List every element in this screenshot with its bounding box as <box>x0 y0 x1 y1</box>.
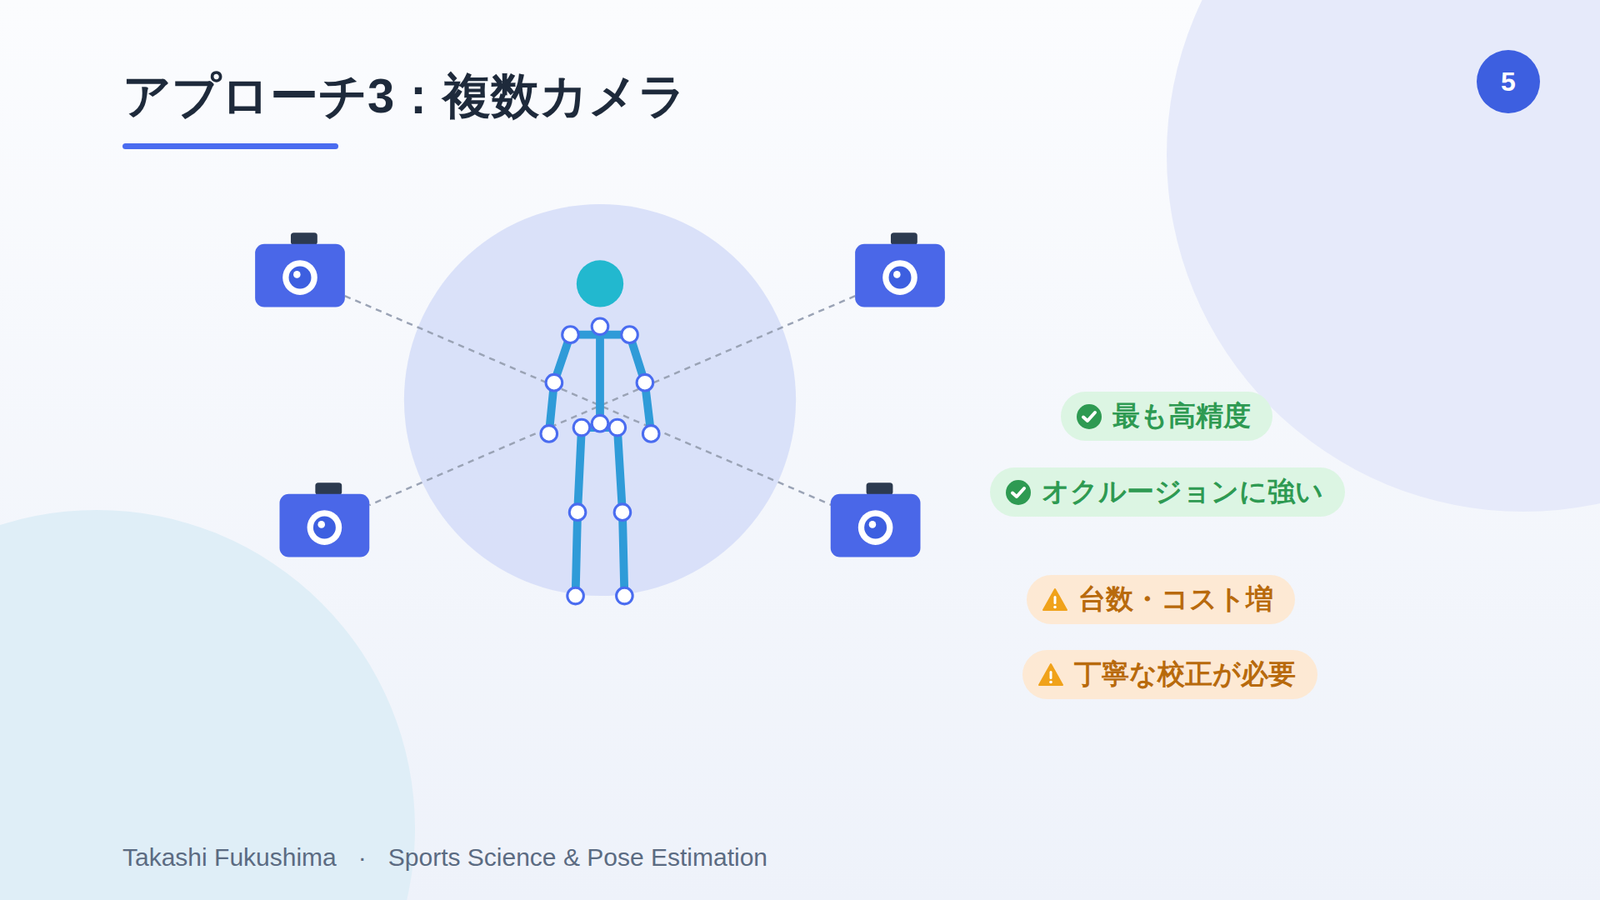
cameras <box>255 232 945 557</box>
camera-icon <box>280 482 370 557</box>
bg-circle <box>0 510 415 900</box>
merit-pill: オクルージョンに強い <box>990 467 1345 517</box>
pill-text: 丁寧な校正が必要 <box>1074 655 1296 694</box>
capture-area <box>404 204 796 596</box>
joints <box>540 318 660 605</box>
slide-title: アプローチ3：複数カメラ <box>122 68 687 125</box>
merit-pill: 最も高精度 <box>1060 391 1273 441</box>
page-number-badge: 5 <box>1476 50 1540 114</box>
footer-text: Sports Science & Pose Estimation <box>388 843 768 872</box>
camera-icon <box>830 482 921 557</box>
pill-text: オクルージョンに強い <box>1041 473 1324 511</box>
demerit-pill: 台数・コスト増 <box>1026 575 1295 625</box>
pill-text: 最も高精度 <box>1112 397 1251 435</box>
check-icon <box>1075 403 1103 430</box>
demerit-pill: 丁寧な校正が必要 <box>1022 650 1318 700</box>
footer-text: · <box>358 843 367 872</box>
warning-icon <box>1041 586 1069 614</box>
head <box>576 260 624 307</box>
warning-icon <box>1037 661 1065 689</box>
sight-lines <box>345 295 855 505</box>
footer-text: Takashi Fukushima <box>122 843 337 872</box>
page-number: 5 <box>1500 66 1516 98</box>
camera-icon <box>855 232 945 307</box>
title-underline <box>122 143 339 150</box>
skeleton <box>549 326 651 596</box>
footer: Takashi Fukushima · Sports Science & Pose … <box>122 843 768 872</box>
pill-text: 台数・コスト増 <box>1078 580 1274 619</box>
check-icon <box>1005 479 1032 506</box>
camera-icon <box>255 232 345 307</box>
